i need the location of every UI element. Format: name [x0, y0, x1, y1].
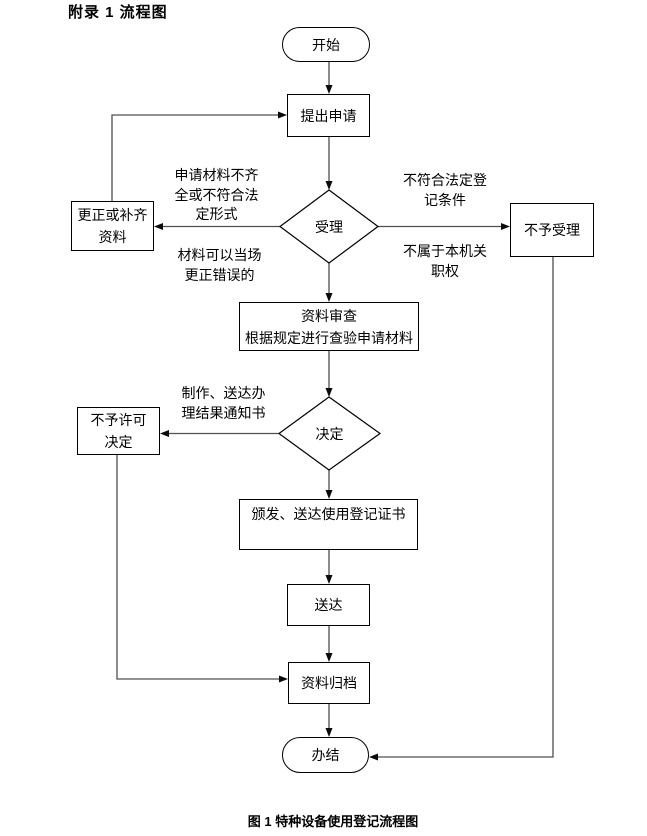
figure-caption: 图 1 特种设备使用登记流程图 — [247, 814, 419, 829]
edge-label-correctable-on-spot: 材料可以当场 更正错误的 — [177, 247, 262, 283]
arrowhead-down-icon — [325, 575, 333, 584]
node-end: 办结 — [282, 737, 369, 773]
edge-label-materials-incomplete: 申请材料不齐 全或不符合法 定形式 — [174, 167, 259, 222]
node-reject-acceptance: 不予受理 — [510, 203, 594, 257]
connector-deliver-to-archive — [325, 626, 333, 662]
node-material-review: 资料审查 根据规定进行查验申请材料 — [239, 302, 419, 351]
connector-archive-to-end — [325, 704, 333, 737]
arrowhead-left-icon — [369, 753, 378, 761]
connector-accept-to-review — [325, 263, 333, 302]
connector-submit-to-accept — [325, 137, 333, 190]
decision-label-decide: 决定 — [315, 425, 344, 442]
connector-start-to-submit — [325, 62, 333, 94]
connector-correct-to-submit — [111, 111, 287, 201]
connector-decide-to-issue — [325, 470, 333, 499]
document-title: 附录 1 流程图 — [68, 4, 168, 21]
node-issue-certificate: 颁发、送达使用登记证书 — [239, 499, 418, 550]
connector-deny-to-archive — [116, 455, 288, 683]
arrowhead-down-icon — [325, 85, 333, 94]
arrowhead-right-icon — [501, 223, 510, 230]
connector-reject-to-end — [369, 257, 554, 761]
arrowhead-down-icon — [325, 388, 333, 397]
arrowhead-left-icon — [160, 430, 169, 437]
node-deny-permit-decision: 不予许可 决定 — [77, 407, 160, 455]
arrowhead-left-icon — [154, 223, 163, 230]
connector-accept-to-reject — [378, 223, 510, 230]
arrowhead-down-icon — [325, 293, 333, 302]
arrowhead-right-icon — [278, 111, 287, 119]
decision-label-accept: 受理 — [315, 218, 343, 235]
node-correct-supplement-materials: 更正或补齐 资料 — [71, 201, 154, 251]
connector-accept-to-correct — [154, 223, 280, 230]
edge-label-not-authority: 不属于本机关 职权 — [403, 243, 487, 279]
connector-decide-to-deny — [160, 430, 279, 437]
edge-label-make-deliver-notice: 制作、送达办 理结果通知书 — [181, 385, 266, 421]
node-submit-application: 提出申请 — [287, 94, 370, 137]
connector-review-to-decide — [325, 351, 333, 397]
node-start: 开始 — [282, 27, 370, 62]
node-archive-materials: 资料归档 — [288, 662, 370, 704]
edge-label-not-meet-conditions: 不符合法定登 记条件 — [403, 172, 487, 208]
arrowhead-down-icon — [325, 653, 333, 662]
decision-diamond-accept — [278, 189, 380, 264]
connector-issue-to-deliver — [325, 550, 333, 584]
node-deliver: 送达 — [287, 584, 370, 626]
arrowhead-down-icon — [325, 490, 333, 499]
arrowhead-down-icon — [325, 728, 333, 737]
decision-diamond-decide — [277, 396, 382, 471]
arrowhead-right-icon — [279, 675, 288, 683]
arrowhead-down-icon — [325, 181, 333, 190]
